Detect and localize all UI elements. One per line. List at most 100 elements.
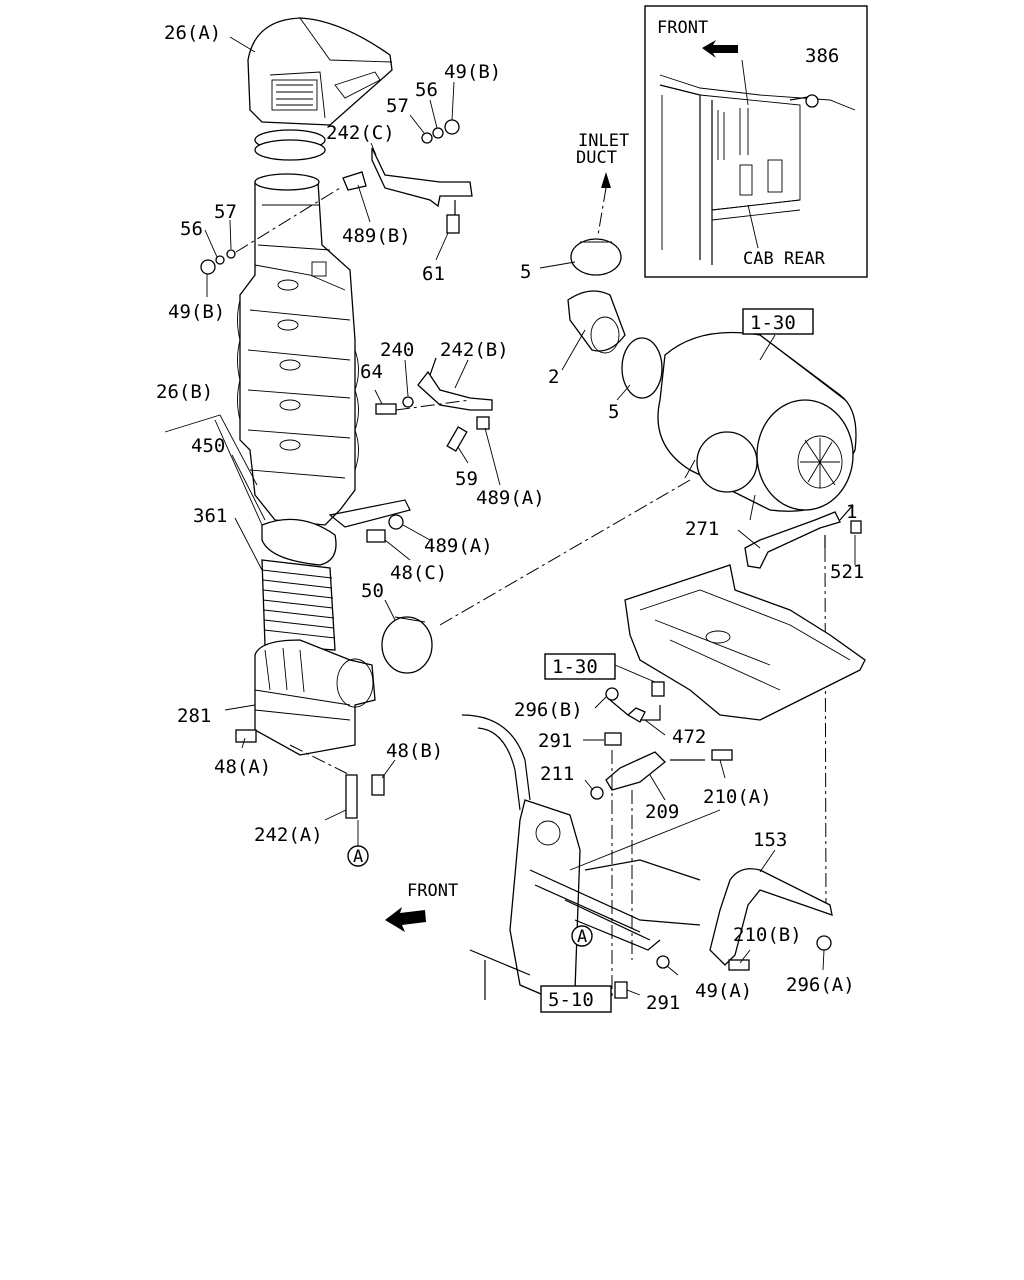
label-209: 209 <box>645 801 679 823</box>
part-57-washer-left <box>226 249 236 259</box>
part-361-flexible-hose <box>261 559 336 651</box>
part-1-30-air-cleaner <box>657 331 857 521</box>
ref-box-5-10 <box>540 985 612 1013</box>
label-49b-left: 49(B) <box>168 301 225 323</box>
part-48c-bolt <box>366 529 386 543</box>
part-271-bracket <box>744 511 841 569</box>
label-26b: 26(B) <box>156 381 213 403</box>
part-64-bolt <box>375 403 397 415</box>
label-48a: 48(A) <box>214 756 271 778</box>
label-61: 61 <box>422 263 445 285</box>
part-5-clamp-top <box>570 238 622 276</box>
label-489a-1: 489(A) <box>476 487 545 509</box>
part-210a-bolt <box>711 749 733 761</box>
label-291-top: 291 <box>538 730 572 752</box>
label-57-left: 57 <box>214 201 237 223</box>
label-59: 59 <box>455 468 478 490</box>
part-48b-bolt <box>371 774 385 796</box>
label-64: 64 <box>360 361 383 383</box>
inset-cab-rear-view <box>644 5 868 278</box>
part-49a-nut <box>656 955 670 969</box>
part-489b-clip <box>342 171 367 191</box>
part-472-bracket <box>626 707 646 723</box>
part-291-bolt-top <box>604 732 622 746</box>
label-271: 271 <box>685 518 719 540</box>
part-210b-bolt <box>728 959 750 971</box>
label-48c: 48(C) <box>390 562 447 584</box>
part-61-bolt <box>446 214 460 234</box>
part-242a-bracket <box>345 774 358 819</box>
part-50-clamp <box>381 616 433 674</box>
part-1-30-bolt <box>651 681 665 697</box>
part-296a-nut <box>816 935 832 951</box>
label-153: 153 <box>753 829 787 851</box>
part-56-washer-top <box>432 127 444 139</box>
part-291-bolt-bottom <box>614 981 628 999</box>
part-281-lower-box <box>254 639 376 756</box>
part-56-washer-left <box>215 255 225 265</box>
label-26a: 26(A) <box>164 22 221 44</box>
label-49b-top: 49(B) <box>444 61 501 83</box>
label-281: 281 <box>177 705 211 727</box>
part-26a-intake-hood <box>247 17 393 161</box>
part-48a-bolt <box>235 729 257 743</box>
part-242c-bracket <box>371 147 473 208</box>
label-5-top: 5 <box>520 261 531 283</box>
label-50: 50 <box>361 580 384 602</box>
label-circle-a-right: A <box>577 927 587 947</box>
ref-box-1-30-top <box>742 308 814 335</box>
part-209-bracket <box>605 751 666 791</box>
label-57-top: 57 <box>386 95 409 117</box>
label-296b: 296(B) <box>514 699 583 721</box>
inset-cab-rear-label: CAB REAR <box>743 249 826 269</box>
label-291-bottom: 291 <box>646 992 680 1014</box>
part-59-pin <box>446 426 468 452</box>
label-2: 2 <box>548 366 559 388</box>
label-521: 521 <box>830 561 864 583</box>
part-2-rubber-hose <box>567 290 626 354</box>
inset-front-label: FRONT <box>657 18 708 38</box>
part-242b-bracket <box>417 370 493 411</box>
part-57-washer-top <box>421 132 433 144</box>
label-240: 240 <box>380 339 414 361</box>
label-361: 361 <box>193 505 227 527</box>
label-5-10: 5-10 <box>548 989 594 1011</box>
label-489b: 489(B) <box>342 225 411 247</box>
part-49b-nut-top <box>444 119 460 135</box>
label-48b: 48(B) <box>386 740 443 762</box>
part-489a-clip-lower <box>388 514 404 530</box>
label-296a: 296(A) <box>786 974 855 996</box>
circle-a-marker-right <box>571 925 593 947</box>
label-242b: 242(B) <box>440 339 509 361</box>
part-5-clamp-mid <box>621 337 663 399</box>
part-49b-nut-left <box>200 259 216 275</box>
label-1-30-mid: 1-30 <box>552 656 598 678</box>
label-242a: 242(A) <box>254 824 323 846</box>
label-5-mid: 5 <box>608 401 619 423</box>
label-210b: 210(B) <box>733 924 802 946</box>
part-chassis-frame <box>461 714 833 1001</box>
label-210a: 210(A) <box>703 786 772 808</box>
part-211-nut <box>590 786 604 800</box>
label-211: 211 <box>540 763 574 785</box>
label-front-main: FRONT <box>407 881 458 901</box>
label-1-30-top: 1-30 <box>750 312 796 334</box>
part-240-washer <box>402 396 414 408</box>
label-1: 1 <box>846 501 857 523</box>
ref-box-1-30-mid <box>544 653 616 680</box>
part-floor-panel <box>624 564 866 721</box>
label-circle-a-left: A <box>353 847 363 867</box>
inset-part-386: 386 <box>805 45 839 67</box>
label-56-left: 56 <box>180 218 203 240</box>
part-450-clamp <box>261 518 337 566</box>
part-26b-main-duct <box>237 173 359 526</box>
part-296b-nut <box>605 687 619 701</box>
part-489a-clip-upper <box>476 416 490 430</box>
label-242c: 242(C) <box>326 122 395 144</box>
inlet-duct-label-line2: DUCT <box>576 148 617 168</box>
label-49a: 49(A) <box>695 980 752 1002</box>
inlet-duct-label-line1: INLET <box>578 131 629 151</box>
label-56-top: 56 <box>415 79 438 101</box>
label-489a-2: 489(A) <box>424 535 493 557</box>
